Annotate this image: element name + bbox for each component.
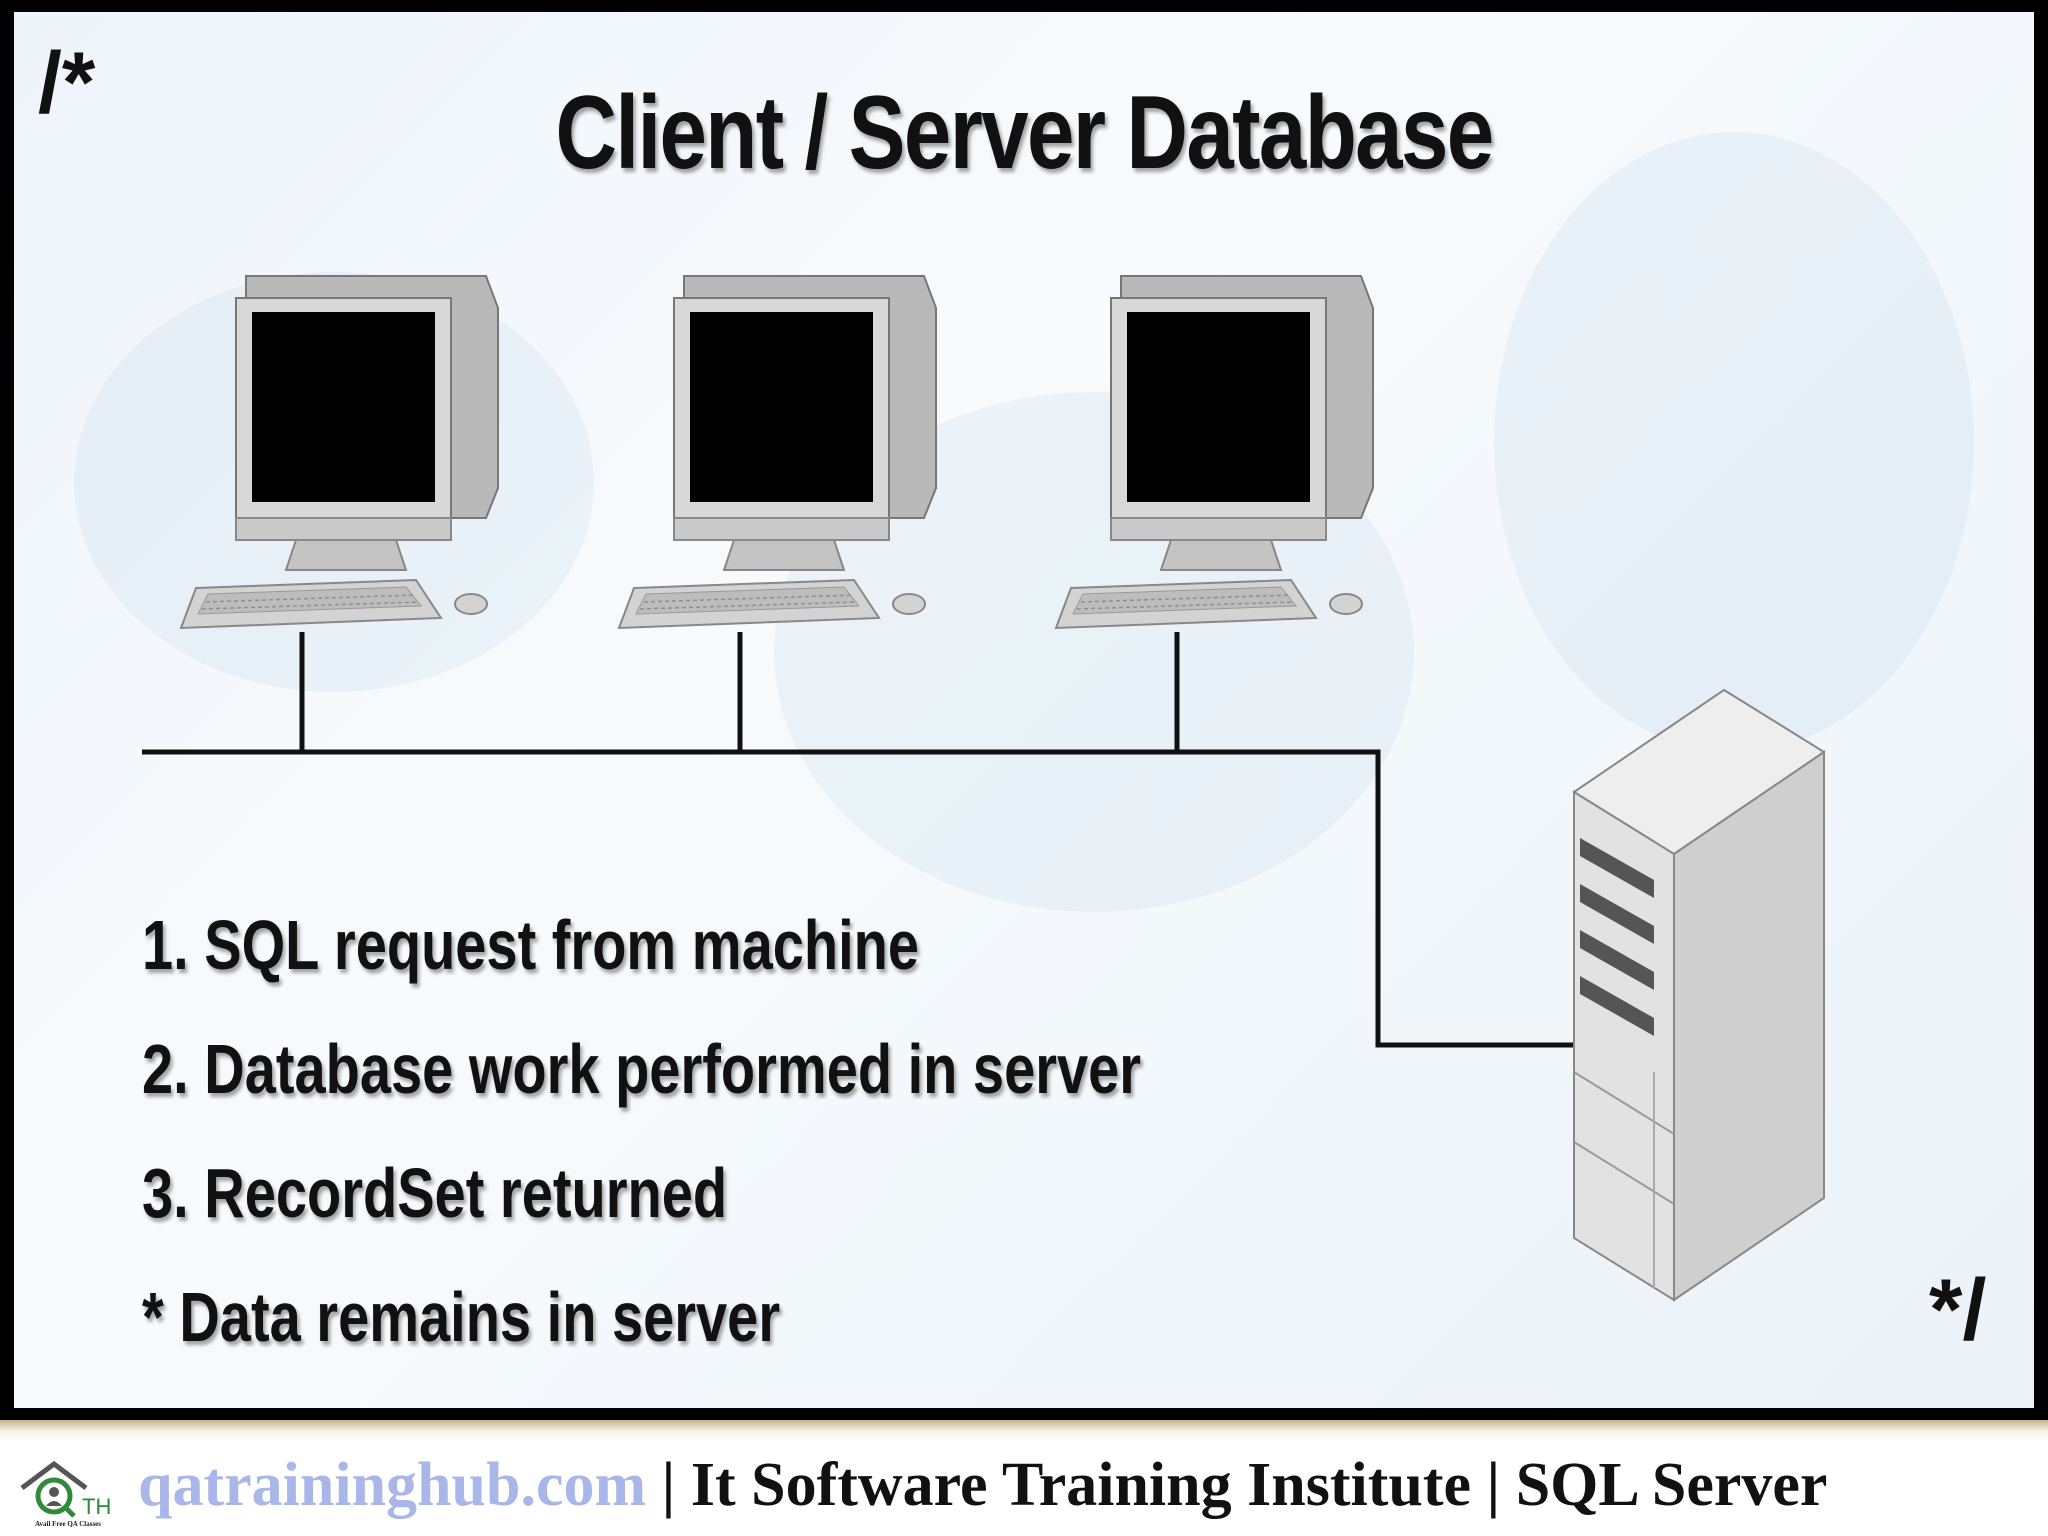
- slide-title: Client / Server Database: [196, 74, 1852, 193]
- slide: /* */ Client / Server Database 1. SQL re…: [14, 12, 2034, 1408]
- server-icon: [1574, 690, 1824, 1300]
- footer-url-link[interactable]: qatraininghub.com: [138, 1451, 646, 1519]
- footer-banner: TH Avail Free QA Classes qatraininghub.c…: [0, 1420, 2048, 1536]
- comment-close-mark: */: [1929, 1267, 1986, 1353]
- slide-frame: /* */ Client / Server Database 1. SQL re…: [0, 0, 2048, 1420]
- footer-course: SQL Server: [1516, 1451, 1828, 1519]
- house-logo-icon: TH: [14, 1458, 122, 1520]
- logo: TH Avail Free QA Classes: [14, 1458, 122, 1534]
- logo-letters-th: TH: [82, 1494, 111, 1519]
- footer-separator: |: [1471, 1451, 1516, 1519]
- point-item: * Data remains in server: [142, 1269, 1141, 1393]
- client-computer-3: [1056, 276, 1373, 628]
- client-computer-1: [181, 276, 498, 628]
- logo-tagline: Avail Free QA Classes: [14, 1520, 122, 1528]
- comment-open-mark: /*: [38, 40, 95, 126]
- point-item: 3. RecordSet returned: [142, 1145, 1141, 1269]
- point-item: 2. Database work performed in server: [142, 1021, 1141, 1145]
- footer-text: qatraininghub.com | It Software Training…: [138, 1450, 1827, 1520]
- footer-institute: It Software Training Institute: [691, 1451, 1471, 1519]
- points-list: 1. SQL request from machine 2. Database …: [142, 897, 1391, 1393]
- footer-separator: |: [646, 1451, 691, 1519]
- client-computer-2: [619, 276, 936, 628]
- point-item: 1. SQL request from machine: [142, 897, 1141, 1021]
